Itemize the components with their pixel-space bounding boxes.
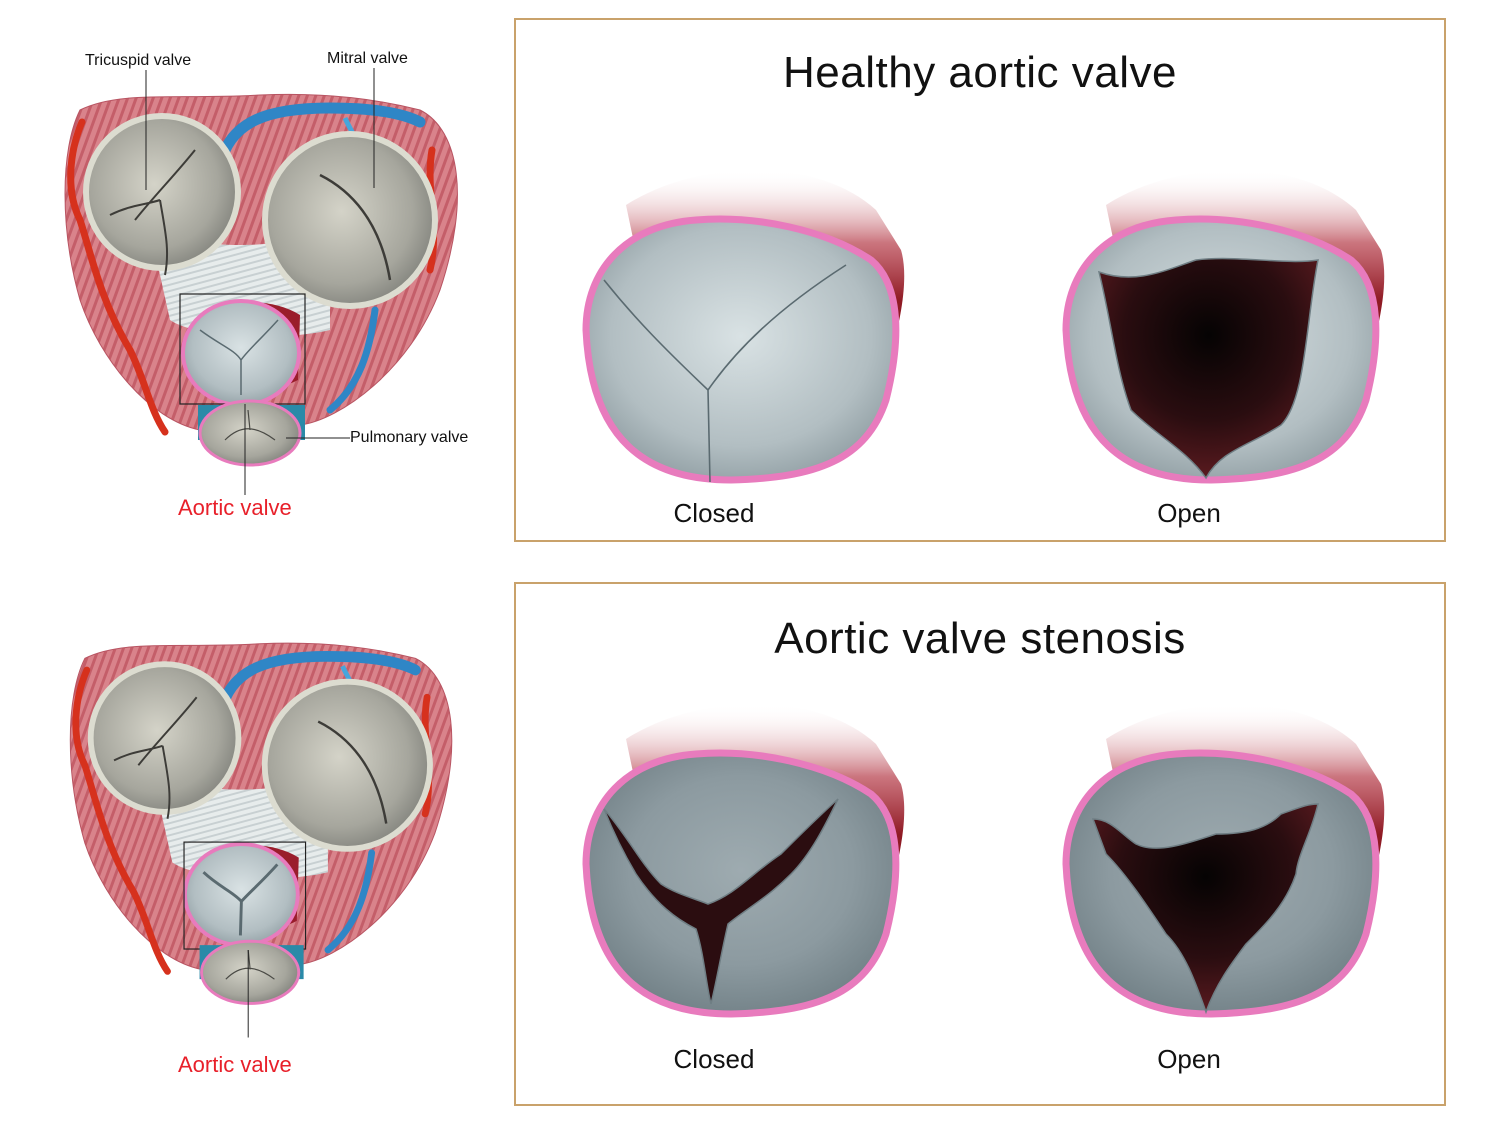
- label-tricuspid-valve: Tricuspid valve: [85, 52, 192, 69]
- heart-illustration-healthy: [64, 68, 458, 495]
- panel-title: Healthy aortic valve: [783, 48, 1177, 97]
- state-label-closed: Closed: [673, 498, 755, 528]
- heart-illustration-stenosis: [69, 642, 453, 1038]
- panel-title: Aortic valve stenosis: [774, 614, 1186, 663]
- mitral-valve: [261, 678, 433, 852]
- label-mitral-valve: Mitral valve: [327, 50, 408, 67]
- pulmonary-valve: [198, 399, 305, 467]
- aortic-valve-small: [181, 299, 301, 407]
- heart-diagram-stenosis: Aortic valve: [0, 600, 510, 1125]
- valve-stenosis-open: [1062, 704, 1385, 1018]
- panel-aortic-valve-stenosis: Aortic valve stenosis Closed Open: [514, 582, 1446, 1106]
- panel-healthy-aortic-valve: Healthy aortic valve Closed Open: [514, 18, 1446, 542]
- mitral-valve: [262, 131, 438, 309]
- valve-healthy-open: [1062, 170, 1385, 484]
- label-aortic-valve: Aortic valve: [178, 1052, 292, 1077]
- tricuspid-valve: [87, 661, 242, 819]
- label-pulmonary-valve: Pulmonary valve: [350, 429, 469, 446]
- valve-stenosis-closed: [582, 704, 905, 1018]
- state-label-closed: Closed: [673, 1044, 755, 1074]
- heart-diagram-healthy: Tricuspid valve Mitral valve Pulmonary v…: [0, 0, 510, 540]
- pulmonary-valve: [199, 939, 304, 1005]
- tricuspid-valve: [83, 113, 241, 276]
- aortic-valve-small-stenotic: [183, 842, 300, 948]
- label-aortic-valve: Aortic valve: [178, 495, 292, 520]
- valve-healthy-closed: [582, 170, 905, 484]
- state-label-open: Open: [1157, 498, 1221, 528]
- state-label-open: Open: [1157, 1044, 1221, 1074]
